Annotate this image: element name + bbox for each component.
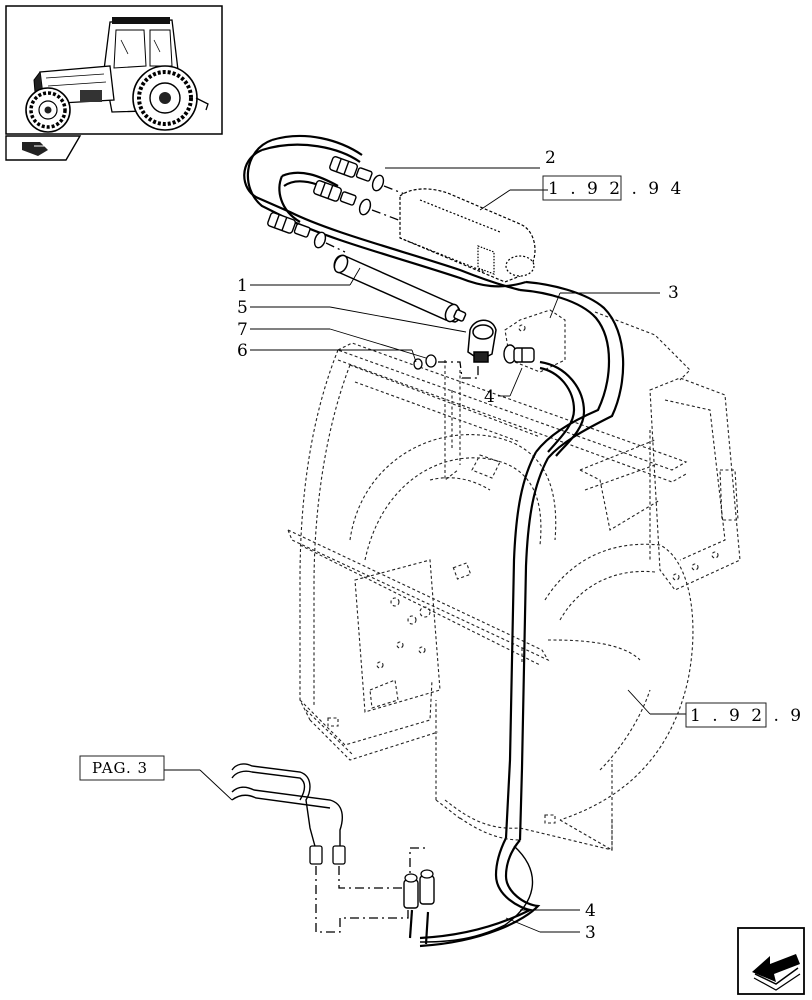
callout-1: 1 xyxy=(237,276,248,296)
callout-2: 2 xyxy=(545,148,556,168)
callout-3-bottom: 3 xyxy=(585,923,596,943)
callout-4-top: 4 xyxy=(484,387,495,407)
callout-4-bottom: 4 xyxy=(585,901,596,921)
lower-pipes xyxy=(231,763,435,933)
tractor-thumbnail-icon[interactable] xyxy=(5,5,223,135)
reference-mid-label: 1 . 9 2 . 9 xyxy=(690,706,804,726)
cab-frame xyxy=(286,309,741,851)
callout-5: 5 xyxy=(237,298,248,318)
page-reference-label: PAG. 3 xyxy=(92,759,148,777)
bracket-clamp xyxy=(467,319,497,363)
next-page-arrow-icon[interactable] xyxy=(737,927,805,995)
cooler-unit xyxy=(399,188,536,283)
reference-mid[interactable]: 1 . 9 2 . 9 xyxy=(685,702,804,728)
hose-fitting xyxy=(503,344,535,364)
leader-lines xyxy=(164,167,686,933)
pipe-fittings xyxy=(267,156,385,249)
reference-top-label: 1 . 9 2 . 9 4 xyxy=(548,179,684,199)
callout-3-top: 3 xyxy=(668,283,679,303)
section-badge-icon xyxy=(5,135,82,161)
callout-7: 7 xyxy=(237,320,248,340)
filter-drier xyxy=(333,254,467,323)
page-reference[interactable]: PAG. 3 xyxy=(79,755,165,781)
reference-top[interactable]: 1 . 9 2 . 9 4 xyxy=(542,175,684,201)
hydraulic-pipes xyxy=(243,134,625,948)
nut-washer xyxy=(413,354,437,370)
callout-6: 6 xyxy=(237,341,248,361)
